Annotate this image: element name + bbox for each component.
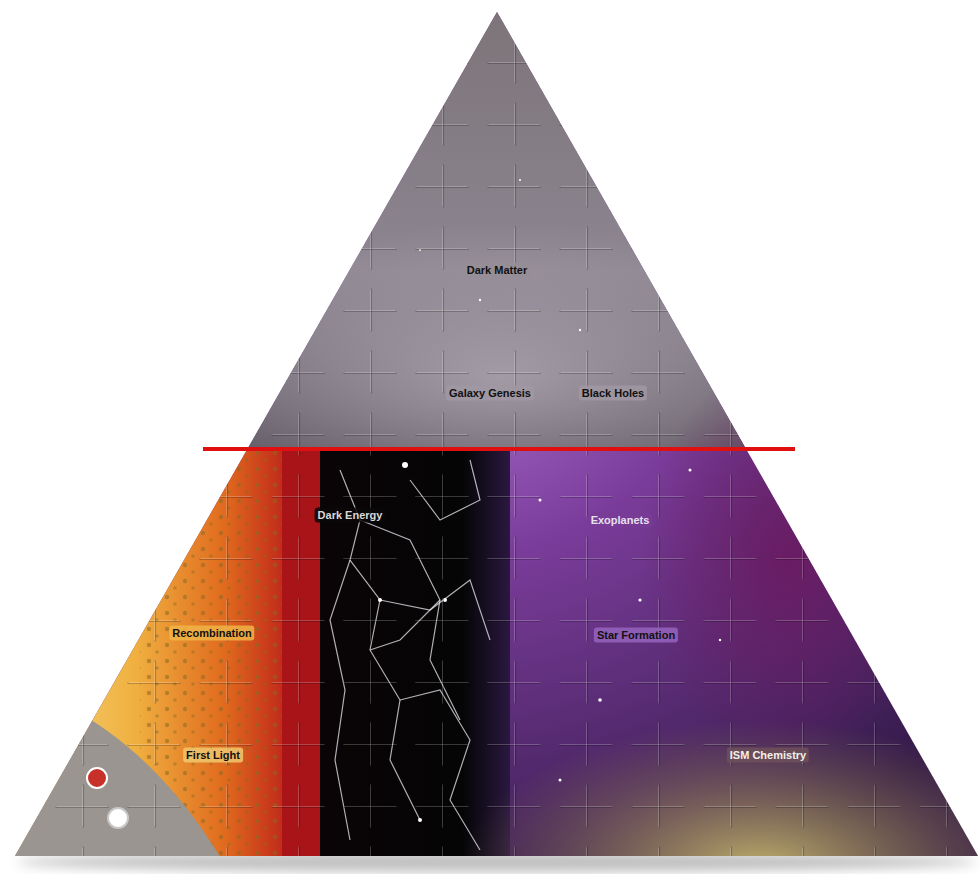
piece-label-holder: Recombination: [169, 626, 254, 641]
puzzle-piece-label: Dark Energy: [315, 508, 386, 523]
divider-line: [203, 447, 795, 451]
puzzle-piece-label: Exoplanets: [588, 513, 653, 528]
piece-label-holder: ISM Chemistry: [727, 748, 809, 763]
piece-label-holder: Galaxy Genesis: [446, 386, 534, 401]
puzzle-piece-label: Galaxy Genesis: [446, 386, 534, 401]
puzzle-piece-label: First Light: [183, 748, 243, 763]
piece-label-holder: Black Holes: [579, 386, 647, 401]
puzzle-piece-label: ISM Chemistry: [727, 748, 809, 763]
piece-label-holder: Dark Matter: [464, 263, 531, 278]
puzzle-piece-label: Black Holes: [579, 386, 647, 401]
piece-label-holder: Dark Energy: [315, 508, 386, 523]
piece-label-holder: Star Formation: [594, 628, 678, 643]
puzzle-piece-label: Recombination: [169, 626, 254, 641]
puzzle-piece-label: Dark Matter: [464, 263, 531, 278]
piece-label-holder: Exoplanets: [588, 513, 653, 528]
piece-label-holder: First Light: [183, 748, 243, 763]
puzzle-piece-label: Star Formation: [594, 628, 678, 643]
